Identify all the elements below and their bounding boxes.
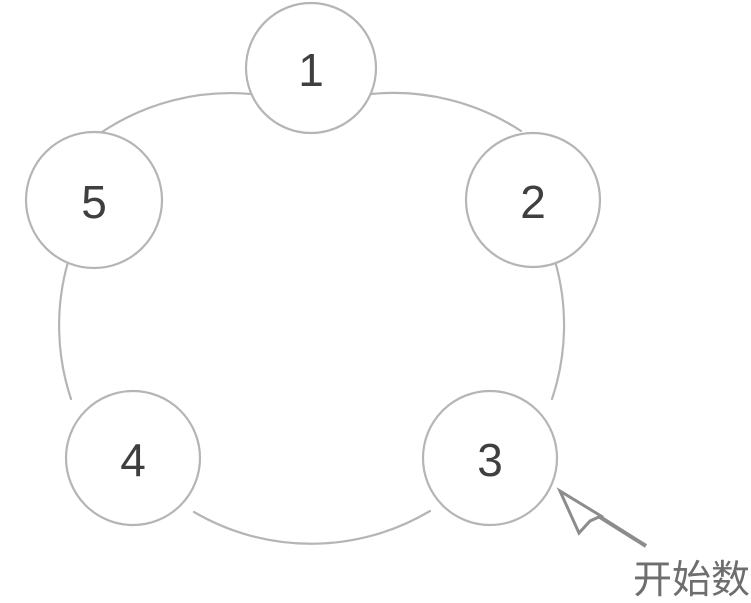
node-3-label: 3 (477, 434, 503, 486)
edge-group (58, 91, 566, 545)
edge-5-to-1 (100, 92, 253, 134)
node-1-label: 1 (298, 44, 324, 96)
node-1-circle[interactable] (244, 1, 378, 135)
node-1[interactable]: 1 (244, 1, 378, 135)
node-4-circle[interactable] (64, 389, 202, 527)
node-group: 1 2 3 4 5 (24, 1, 602, 527)
edge-3-to-4 (192, 509, 432, 545)
node-3[interactable]: 3 (421, 389, 559, 527)
pointer-shaft-line (590, 510, 648, 548)
node-2[interactable]: 2 (464, 131, 602, 269)
start-count-pointer (556, 487, 648, 548)
edge-1-to-2 (369, 91, 523, 133)
node-4-label: 4 (120, 434, 146, 486)
node-2-label: 2 (520, 176, 546, 228)
node-4[interactable]: 4 (64, 389, 202, 527)
edge-2-to-3 (550, 259, 566, 401)
node-5[interactable]: 5 (24, 130, 164, 270)
node-5-label: 5 (81, 176, 107, 228)
node-3-circle[interactable] (421, 389, 559, 527)
arrow-head-icon (556, 487, 605, 536)
node-2-circle[interactable] (464, 131, 602, 269)
edge-4-to-5 (58, 260, 73, 401)
node-5-circle[interactable] (24, 130, 164, 270)
start-count-label: 开始数 (633, 559, 750, 602)
